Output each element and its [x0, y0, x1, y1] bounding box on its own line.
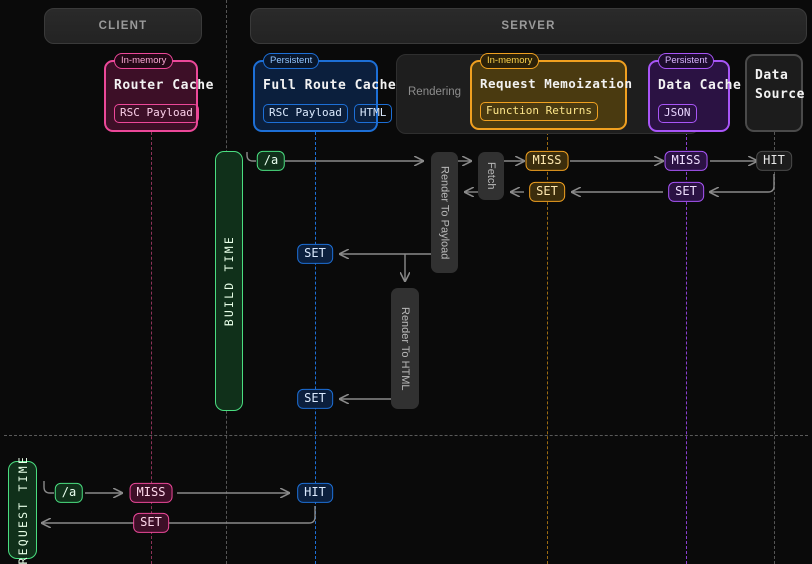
card-data-source-title-line2: Source [755, 87, 805, 102]
lifeline-router-cache [151, 132, 152, 564]
lifeline-request-memoization [547, 132, 548, 564]
badge-build-route-request: /a [256, 150, 286, 172]
badge-data-cache-set-label: SET [675, 183, 697, 198]
phase-build-time-label: BUILD TIME [222, 235, 236, 327]
zone-server-label: SERVER [501, 20, 556, 32]
process-render-to-payload: Render To Payload [431, 152, 458, 273]
badge-memo-miss-label: MISS [532, 152, 562, 167]
badge-router-cache-set-label: SET [140, 514, 162, 529]
badge-data-cache-miss-label: MISS [671, 152, 701, 167]
badge-full-route-cache-hit: HIT [297, 482, 333, 504]
card-full-route-cache: Persistent Full Route Cache RSC Payload … [253, 53, 397, 132]
card-router-cache: In-memory Router Cache RSC Payload [104, 53, 214, 132]
card-request-memoization-badge: In-memory [480, 53, 540, 69]
build-route-label: /a [263, 152, 279, 167]
zone-client: CLIENT [44, 8, 202, 44]
tag-json: JSON [658, 104, 697, 123]
phase-divider [4, 435, 808, 436]
badge-router-cache-set: SET [133, 512, 169, 534]
lifeline-data-source [774, 132, 775, 564]
tag-rsc-payload: RSC Payload [263, 104, 348, 123]
badge-frc-hit-label: HIT [304, 484, 326, 499]
card-request-memoization-title: Request Memoization [480, 76, 633, 91]
badge-frc-set-html-label: SET [304, 390, 326, 405]
zone-server: SERVER [250, 8, 807, 44]
badge-memo-set-label: SET [536, 183, 558, 198]
card-router-cache-badge: In-memory [114, 53, 174, 69]
card-router-cache-title: Router Cache [114, 78, 214, 93]
badge-full-route-cache-set-html: SET [297, 388, 333, 410]
process-render-to-html: Render To HTML [391, 288, 419, 409]
badge-data-cache-set: SET [668, 181, 704, 203]
card-full-route-cache-badge: Persistent [263, 53, 320, 69]
request-route-label: /a [61, 484, 77, 499]
process-render-to-html-label: Render To HTML [399, 306, 411, 391]
process-fetch-label: Fetch [485, 162, 497, 190]
badge-frc-set-payload-label: SET [304, 245, 326, 260]
process-render-to-payload-label: Render To Payload [438, 165, 451, 260]
badge-request-route-request: /a [54, 482, 84, 504]
phase-build-time: BUILD TIME [215, 151, 243, 411]
lifeline-full-route-cache [315, 132, 316, 564]
card-data-cache-title: Data Cache [658, 78, 742, 93]
lifeline-data-cache [686, 132, 687, 564]
badge-router-cache-miss-label: MISS [136, 484, 166, 499]
card-full-route-cache-title: Full Route Cache [263, 78, 397, 93]
rendering-label: Rendering [408, 86, 462, 98]
zone-client-label: CLIENT [98, 20, 148, 32]
badge-data-source-hit: HIT [756, 150, 792, 172]
tag-rsc-payload: RSC Payload [114, 104, 199, 123]
card-data-cache: Persistent Data Cache JSON [648, 53, 742, 132]
phase-request-time: REQUEST TIME [8, 455, 37, 564]
badge-memo-miss: MISS [525, 150, 569, 172]
badge-router-cache-miss: MISS [129, 482, 173, 504]
badge-memo-set: SET [529, 181, 565, 203]
tag-function-returns: Function Returns [480, 102, 598, 121]
card-request-memoization: In-memory Request Memoization Function R… [470, 53, 633, 130]
card-data-source-title-line1: Data [755, 68, 789, 83]
card-data-source: Data Source [745, 54, 805, 132]
tag-html: HTML [353, 104, 393, 123]
badge-data-cache-miss: MISS [664, 150, 708, 172]
phase-request-time-label: REQUEST TIME [15, 455, 30, 564]
card-data-cache-badge: Persistent [658, 53, 715, 69]
badge-full-route-cache-set-payload: SET [297, 243, 333, 265]
badge-data-source-hit-label: HIT [763, 152, 785, 167]
process-fetch: Fetch [478, 152, 504, 200]
